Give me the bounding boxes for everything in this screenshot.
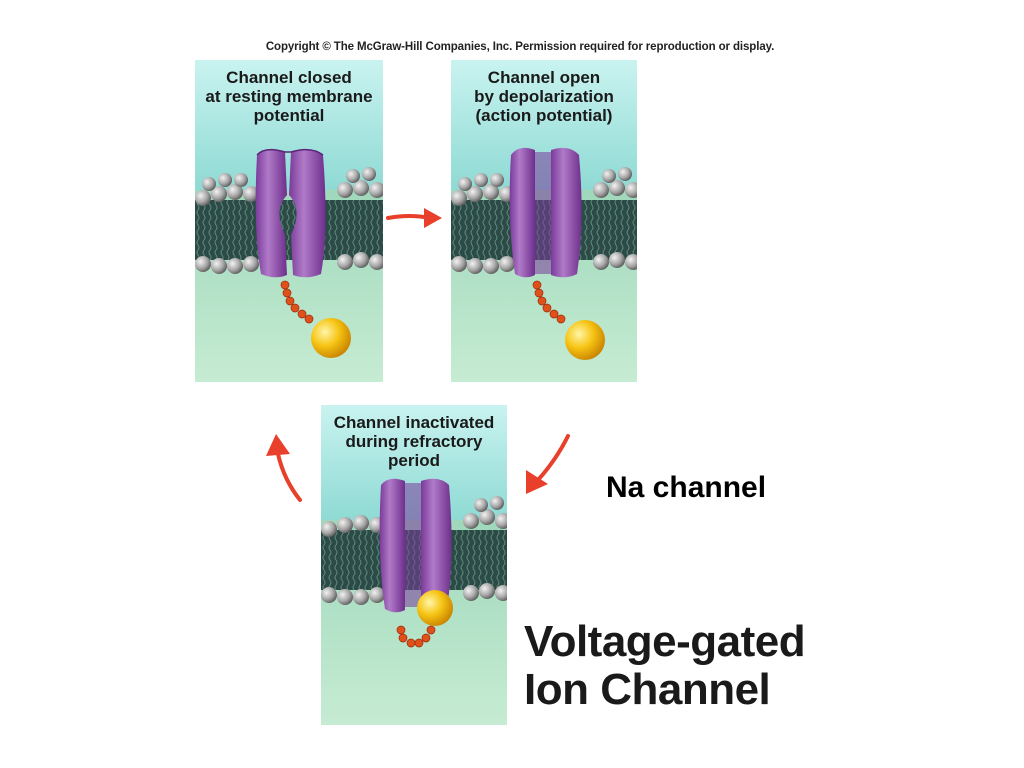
label-line: Channel inactivated: [333, 413, 495, 432]
label-channel-closed: Channel closed at resting membrane poten…: [195, 68, 383, 125]
label-line: (action potential): [475, 106, 613, 125]
label-line: during refractory: [345, 432, 483, 451]
arrow-right-icon: [386, 208, 442, 228]
label-line: period: [388, 451, 440, 470]
title-line: Ion Channel: [524, 665, 771, 714]
na-channel-label: Na channel: [606, 471, 767, 504]
label-line: Channel closed: [226, 68, 352, 87]
label-channel-open: Channel open by depolarization (action p…: [451, 68, 637, 125]
arrow-down-left-icon: [526, 434, 570, 494]
title-line: Voltage-gated: [524, 617, 806, 666]
channel-inactivated-illustration: [321, 405, 507, 725]
panel-channel-open: Channel open by depolarization (action p…: [451, 60, 637, 382]
label-line: at resting membrane: [205, 87, 373, 106]
channel-open-illustration: [451, 60, 637, 382]
label-line: by depolarization: [474, 87, 614, 106]
label-line: Channel open: [487, 68, 601, 87]
arrow-up-left-icon: [266, 434, 302, 502]
panel-channel-inactivated: Channel inactivated during refractory pe…: [321, 405, 507, 725]
copyright-notice: Copyright © The McGraw-Hill Companies, I…: [265, 41, 775, 53]
label-line: potential: [253, 106, 325, 125]
panel-channel-closed: Channel closed at resting membrane poten…: [195, 60, 383, 382]
diagram-title: Voltage-gated Ion Channel: [524, 617, 806, 714]
label-channel-inactivated: Channel inactivated during refractory pe…: [301, 413, 527, 470]
channel-closed-illustration: [195, 60, 383, 382]
